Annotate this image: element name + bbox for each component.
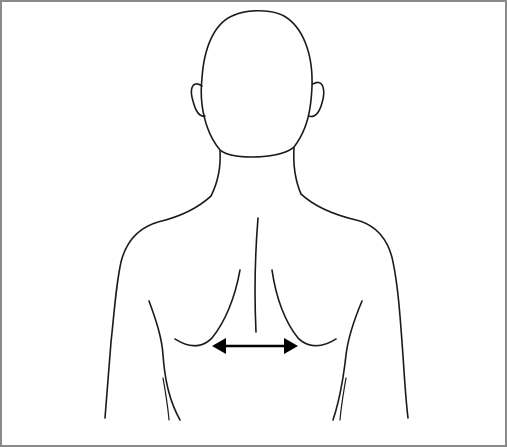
arrowhead-right-icon [284, 338, 298, 354]
shoulder-left [105, 196, 211, 418]
arrowhead-left-icon [212, 338, 226, 354]
neck-left [211, 151, 220, 196]
torso-right-side [333, 301, 362, 420]
underarm-right [340, 378, 346, 420]
head-outline [201, 11, 312, 157]
body-outline [105, 11, 408, 420]
torso-left-side [149, 301, 180, 420]
neck-right [294, 148, 301, 194]
underarm-left [163, 378, 169, 420]
shoulder-blade-right [272, 270, 336, 346]
shoulder-blade-left [175, 270, 240, 346]
shoulder-right [301, 194, 408, 418]
measurement-arrow [212, 338, 298, 354]
spine-line [255, 218, 258, 332]
